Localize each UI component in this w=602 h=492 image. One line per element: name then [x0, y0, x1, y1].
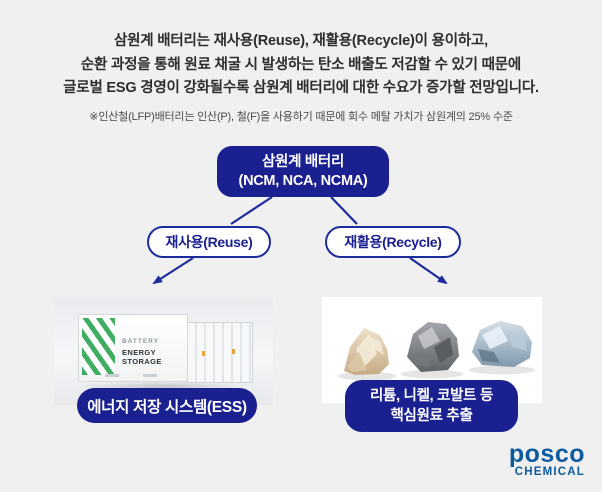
posco-chemical-logo: posco CHEMICAL	[508, 440, 585, 479]
container-label-tag	[232, 349, 235, 354]
node-recycle-label: 재활용(Recycle)	[344, 234, 442, 250]
connector-root-to-reuse	[230, 196, 273, 225]
green-stripe-panel	[82, 318, 115, 375]
chemical-wordmark: CHEMICAL	[514, 466, 585, 478]
container-text-energy-storage: ENERGY STORAGE	[122, 348, 162, 366]
header-line-1: 삼원계 배터리는 재사용(Reuse), 재활용(Recycle)이 용이하고,	[114, 33, 488, 49]
node-recycle: 재활용(Recycle)	[325, 226, 461, 258]
minerals-illustration	[338, 321, 535, 381]
posco-wordmark: posco	[508, 440, 585, 468]
container-label-tag	[202, 351, 205, 356]
minerals-caption-line-1: 리튬, 니켈, 코발트 등	[370, 388, 493, 404]
arrow-recycle-to-image	[409, 257, 448, 285]
minerals-caption-line-2: 핵심원료 추출	[390, 408, 473, 424]
node-subtitle: (NCM, NCA, NCMA)	[238, 172, 368, 189]
minerals-caption: 리튬, 니켈, 코발트 등 핵심원료 추출	[345, 380, 518, 432]
header-line-2: 순환 과정을 통해 원료 채굴 시 발생하는 탄소 배출도 저감할 수 있기 때…	[80, 56, 522, 73]
rear-container-illustration	[187, 322, 253, 383]
header-paragraph: 삼원계 배터리는 재사용(Reuse), 재활용(Recycle)이 용이하고,…	[0, 30, 602, 101]
container-text-battery: BATTERY	[122, 338, 159, 345]
lithium-ore-image	[344, 328, 389, 375]
container-vent	[143, 374, 157, 377]
ess-photo: BATTERY ENERGY STORAGE	[54, 297, 273, 405]
node-reuse: 재사용(Reuse)	[147, 226, 271, 258]
container-shadow	[76, 381, 248, 392]
battery-container-illustration: BATTERY ENERGY STORAGE	[78, 314, 188, 382]
node-title: 삼원계 배터리	[262, 153, 344, 170]
container-vent	[105, 374, 119, 377]
connector-root-to-recycle	[330, 196, 358, 225]
node-reuse-label: 재사용(Reuse)	[165, 234, 253, 250]
arrow-reuse-to-image	[152, 257, 194, 285]
footnote-text: ※인산철(LFP)배터리는 인산(P), 철(F)을 사용하기 때문에 회수 메…	[89, 111, 513, 123]
header-line-3: 글로벌 ESG 경영이 강화될수록 삼원계 배터리에 대한 수요가 증가할 전망…	[63, 80, 539, 96]
node-ternary-battery: 삼원계 배터리 (NCM, NCA, NCMA)	[217, 146, 389, 197]
ess-caption: 에너지 저장 시스템(ESS)	[77, 388, 257, 423]
cobalt-ore-image	[472, 321, 532, 367]
nickel-ore-image	[407, 322, 459, 372]
